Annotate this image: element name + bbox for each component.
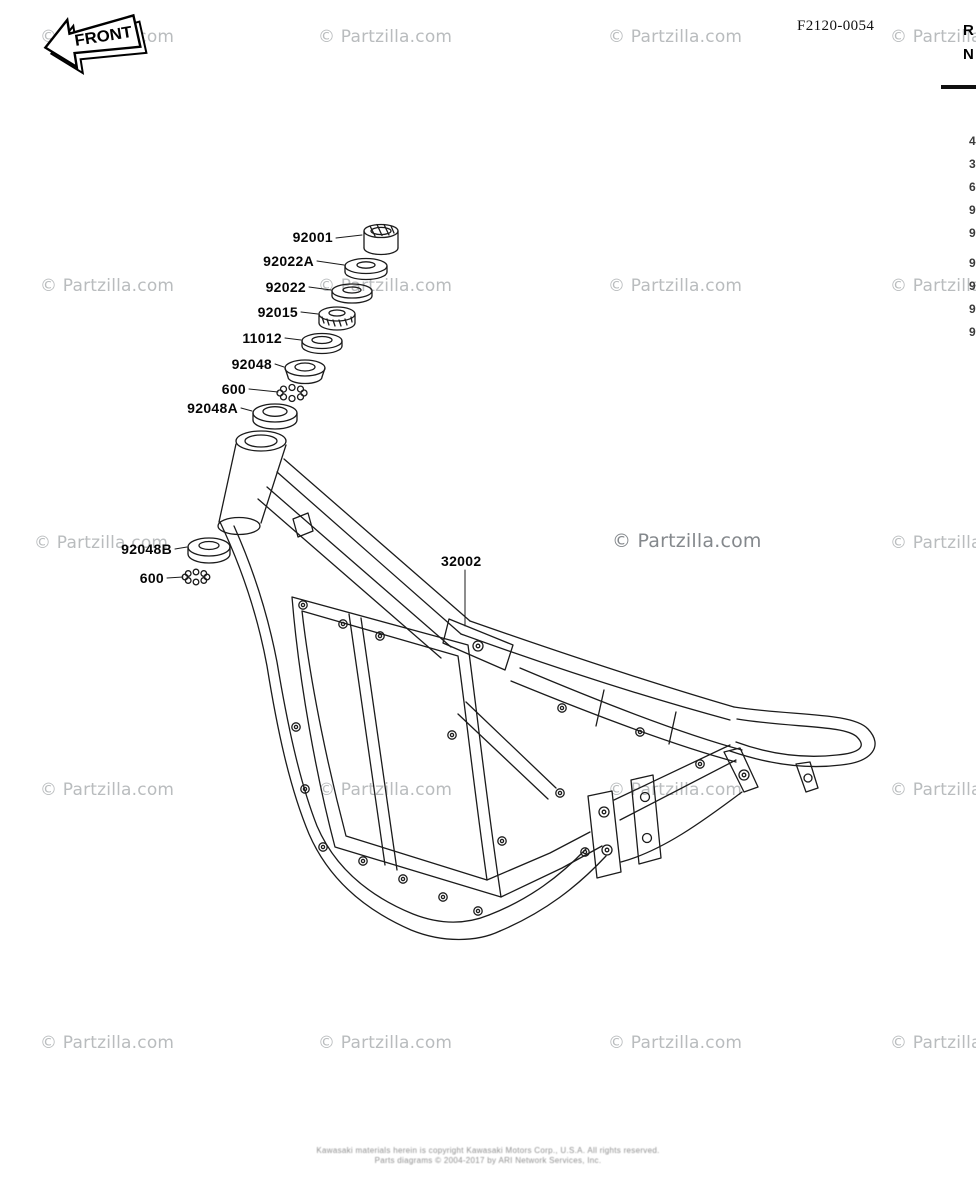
side-table-rule [941, 85, 976, 89]
part-92048-bearing-cone [284, 359, 326, 385]
part-label-600-lower: 600 [139, 570, 164, 586]
side-table-row-mark: 9 [969, 203, 976, 217]
partzilla-watermark: © Partzilla.com [890, 276, 976, 296]
partzilla-watermark: © Partzilla.com [890, 1033, 976, 1053]
copyright-footer-line2: Parts diagrams © 2004-2017 by ARI Networ… [374, 1156, 602, 1165]
front-direction-arrow: FRONT [43, 13, 148, 76]
partzilla-watermark: © Partzilla.com [34, 533, 169, 553]
part-label-92022a: 92022A [263, 253, 314, 269]
side-table-row-mark: 9 [969, 325, 976, 339]
part-92048a-bearing-race [252, 403, 298, 430]
partzilla-watermark: © Partzilla.com [318, 276, 453, 296]
partzilla-watermark: © Partzilla.com [890, 533, 976, 553]
partzilla-watermark: © Partzilla.com [612, 530, 762, 552]
partzilla-watermark: © Partzilla.com [40, 780, 175, 800]
part-label-92048: 92048 [231, 356, 272, 372]
side-table-row-mark: 3 [969, 157, 976, 171]
part-label-92048b: 92048B [121, 541, 172, 557]
part-92022-washer [331, 283, 373, 304]
partzilla-watermark: © Partzilla.com [608, 27, 743, 47]
part-11012-cap [301, 332, 343, 355]
partzilla-watermark: © Partzilla.com [608, 1033, 743, 1053]
part-600-steel-balls-lower [181, 568, 211, 586]
partzilla-watermark: © Partzilla.com [890, 27, 976, 47]
side-table-header-no: N [963, 46, 974, 63]
part-92015-stem-nut [318, 306, 356, 331]
part-92001-stem-cap [363, 223, 399, 256]
partzilla-watermark: © Partzilla.com [890, 780, 976, 800]
part-label-92022: 92022 [265, 279, 306, 295]
side-table-row-mark: 9 [969, 279, 976, 293]
part-label-600-upper: 600 [221, 381, 246, 397]
leader-lines [166, 234, 466, 627]
partzilla-watermark: © Partzilla.com [318, 1033, 453, 1053]
side-table-row-mark: 6 [969, 180, 976, 194]
side-table-row-mark: 9 [969, 302, 976, 316]
part-92048b-bearing-race [187, 537, 231, 564]
part-label-32002: 32002 [441, 553, 482, 569]
side-table-row-mark: 9 [969, 226, 976, 240]
part-label-11012: 11012 [242, 330, 282, 346]
steering-stem-exploded-parts [181, 223, 399, 586]
partzilla-watermark: © Partzilla.com [608, 276, 743, 296]
part-label-92015: 92015 [257, 304, 298, 320]
part-label-92001: 92001 [292, 229, 333, 245]
frame-bolt-holes [291, 600, 705, 916]
side-table-header-ref: R [963, 22, 974, 39]
diagram-code: F2120-0054 [797, 18, 875, 34]
part-600-steel-balls-upper [276, 383, 308, 403]
partzilla-watermark: © Partzilla.com [40, 276, 175, 296]
copyright-footer-line1: Kawasaki materials herein is copyright K… [316, 1146, 660, 1155]
part-92022a-washer [344, 257, 388, 281]
side-table-row-mark: 4 [969, 134, 976, 148]
part-label-92048a: 92048A [187, 400, 238, 416]
copyright-footer: Kawasaki materials herein is copyright K… [0, 1146, 976, 1166]
partzilla-watermark: © Partzilla.com [318, 27, 453, 47]
frame-line-art [217, 430, 876, 941]
partzilla-watermark: © Partzilla.com [40, 1033, 175, 1053]
side-table-row-mark: 9 [969, 256, 976, 270]
